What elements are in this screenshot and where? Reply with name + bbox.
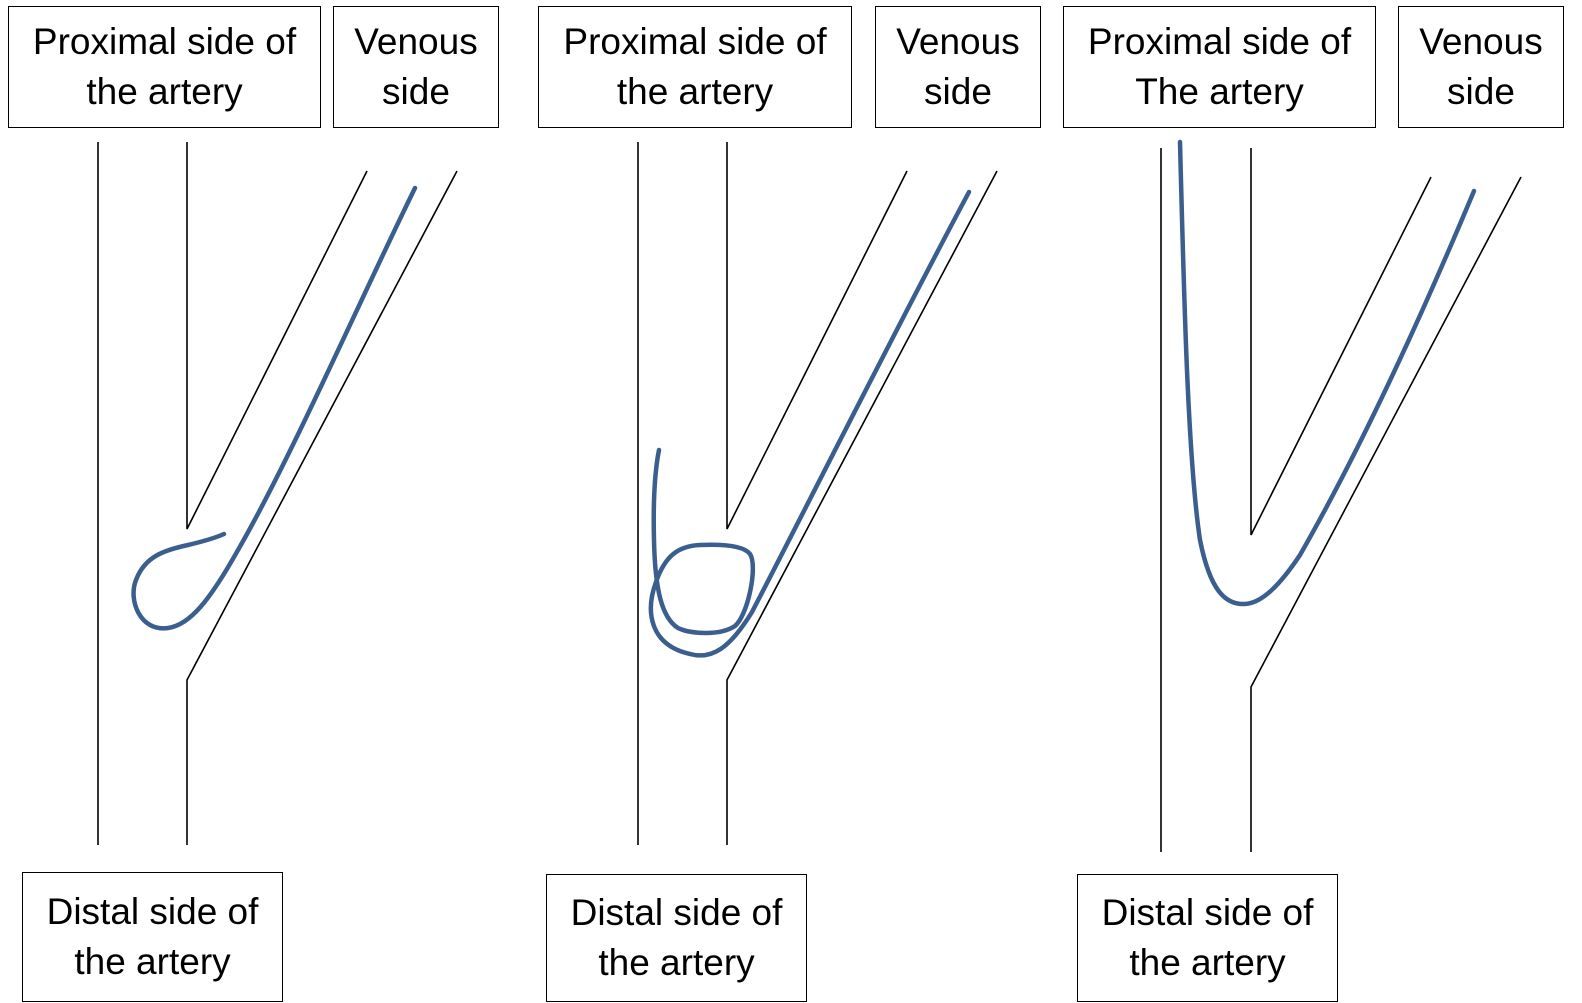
- guidewire-1: [134, 188, 415, 628]
- vessel-outline-2: [638, 142, 997, 845]
- guidewire-2: [651, 192, 969, 655]
- artery-wall-and-vein-outer-wall: [187, 171, 457, 845]
- guidewire-3: [1180, 142, 1474, 604]
- vessel-outline-3: [1161, 148, 1521, 852]
- vessel-outline-1: [98, 142, 457, 845]
- artery-inner-wall-and-vein-wall: [727, 142, 907, 529]
- artery-wall-and-vein-outer-wall: [1251, 177, 1521, 852]
- artery-inner-wall-and-vein-wall: [187, 142, 367, 529]
- artery-wall-and-vein-outer-wall: [727, 171, 997, 845]
